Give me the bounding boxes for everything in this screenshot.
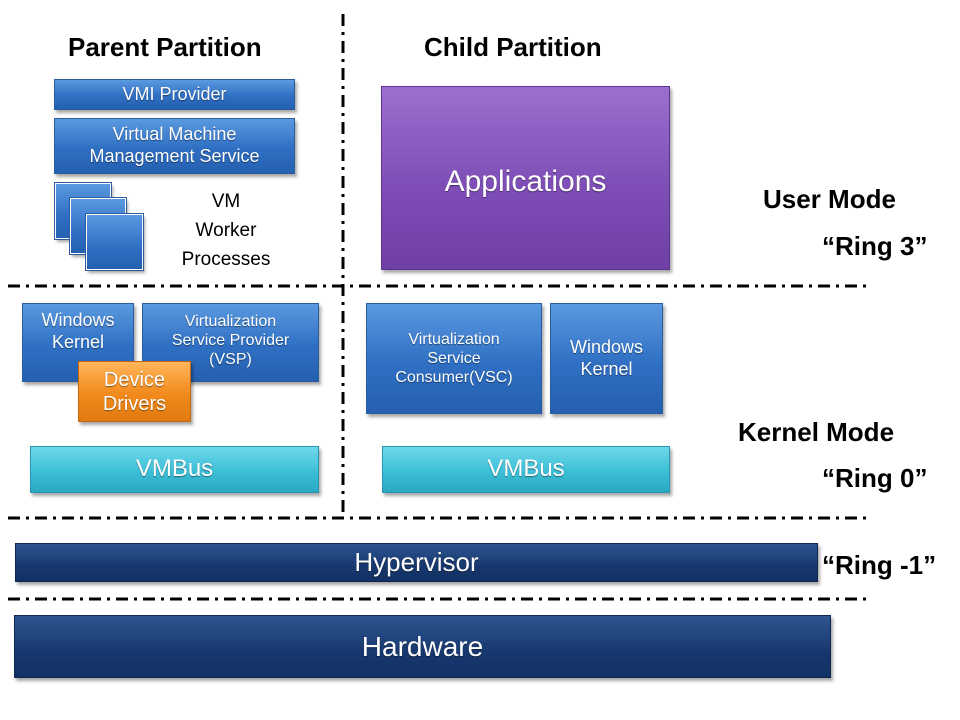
device-drivers-line1: Device: [103, 368, 166, 391]
user-mode-label: User Mode: [763, 184, 896, 214]
child-partition-heading: Child Partition: [424, 32, 602, 62]
hypervisor-label: Hypervisor: [354, 546, 479, 577]
child-windows-kernel-line1: Windows: [569, 336, 644, 357]
hardware-label: Hardware: [361, 630, 484, 662]
ring-minus1-label: “Ring -1”: [822, 550, 937, 580]
parent-vmbus-label: VMBus: [135, 455, 214, 483]
vmi-provider-box: VMI Provider: [54, 79, 295, 110]
vsp-label-line1: Virtualization: [184, 313, 277, 330]
device-drivers-line2: Drivers: [102, 392, 167, 415]
vsc-box: Virtualization Service Consumer(VSC): [366, 303, 542, 414]
ring0-label: “Ring 0”: [822, 463, 928, 493]
parent-vmbus-box: VMBus: [30, 446, 319, 493]
parent-windows-kernel-line1: Windows: [41, 310, 115, 330]
child-windows-kernel-line2: Kernel: [580, 358, 633, 379]
child-windows-kernel-box: Windows Kernel: [550, 303, 663, 414]
child-vmbus-box: VMBus: [382, 446, 670, 493]
parent-partition-heading: Parent Partition: [68, 32, 262, 62]
child-vmbus-label: VMBus: [487, 455, 565, 483]
vmms-label-line1: Virtual Machine: [112, 124, 237, 145]
parent-windows-kernel-box: Windows Kernel: [22, 303, 134, 382]
vsp-label-line3: (VSP): [209, 351, 252, 369]
worker-process-square-3: [85, 213, 144, 271]
hypervisor-bar: Hypervisor: [15, 543, 818, 582]
vsp-box: Virtualization Service Provider (VSP): [142, 303, 319, 382]
worker-label-line1: VM: [211, 191, 241, 212]
vmi-provider-label: VMI Provider: [122, 83, 227, 104]
vsc-label-line3: Consumer(VSC): [395, 369, 513, 387]
ring3-label: “Ring 3”: [822, 231, 928, 261]
vsc-label-line1: Virtualization: [408, 330, 500, 348]
device-drivers-box: Device Drivers: [78, 361, 191, 422]
vsp-label-line2: Service Provider: [171, 332, 290, 350]
worker-label-line2: Worker: [195, 220, 257, 241]
worker-label-line3: Processes: [181, 249, 271, 270]
vmms-label-line2: Management Service: [89, 146, 260, 166]
vsc-label-line2: Service: [427, 349, 481, 367]
hardware-bar: Hardware: [14, 615, 831, 678]
applications-box: Applications: [381, 86, 670, 270]
applications-label: Applications: [444, 165, 607, 198]
parent-windows-kernel-line2: Kernel: [51, 331, 105, 352]
kernel-mode-label: Kernel Mode: [738, 417, 895, 447]
vmms-box: Virtual Machine Management Service: [54, 118, 295, 174]
vm-worker-processes-label: VM Worker Processes: [170, 187, 282, 274]
